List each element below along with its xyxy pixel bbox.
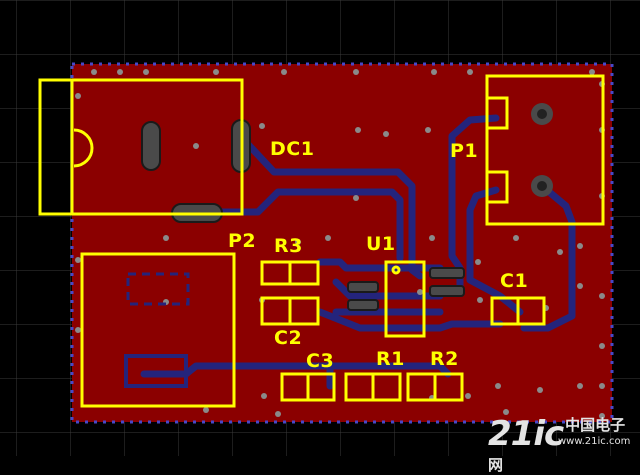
designator-u1[interactable]: U1 (366, 233, 396, 255)
watermark-url: www.21ic.com (558, 436, 631, 447)
designator-p2[interactable]: P2 (228, 230, 257, 252)
designator-p1[interactable]: P1 (450, 140, 479, 162)
board-outline (70, 62, 614, 424)
designator-r1[interactable]: R1 (376, 348, 405, 370)
pcb-drawing[interactable] (0, 0, 640, 456)
p2-pad-outline (126, 272, 190, 306)
designator-c1[interactable]: C1 (500, 270, 529, 292)
board-copper-pour[interactable] (72, 64, 612, 422)
watermark-brand: 21ic (488, 414, 564, 454)
p2-pad[interactable] (124, 354, 188, 388)
designator-r2[interactable]: R2 (430, 348, 459, 370)
designator-dc1[interactable]: DC1 (270, 138, 315, 160)
p1-mount-holes[interactable] (531, 103, 553, 197)
silkscreen-outlines (38, 74, 605, 408)
designator-c3[interactable]: C3 (306, 350, 335, 372)
designator-r3[interactable]: R3 (274, 235, 303, 257)
designator-c2[interactable]: C2 (274, 327, 303, 349)
